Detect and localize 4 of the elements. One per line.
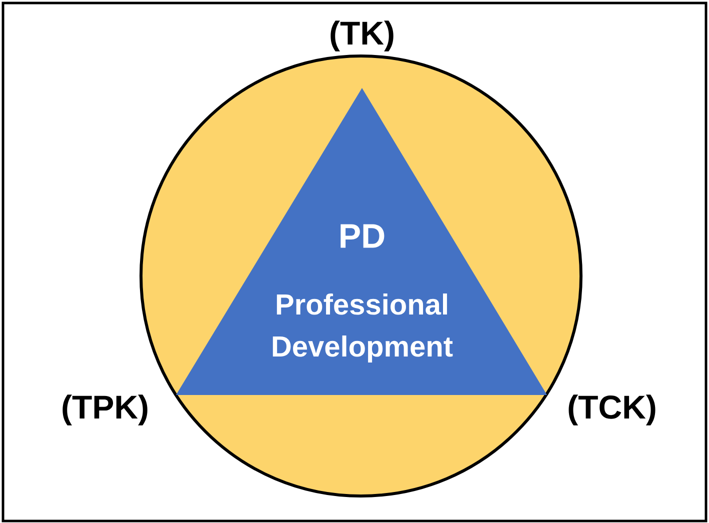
vertex-label: (TK)	[330, 20, 394, 52]
vertex-label: (TCK)	[568, 394, 656, 426]
triangle: PD Professional Development	[176, 88, 547, 395]
vertex-label: (TPK)	[62, 394, 148, 426]
